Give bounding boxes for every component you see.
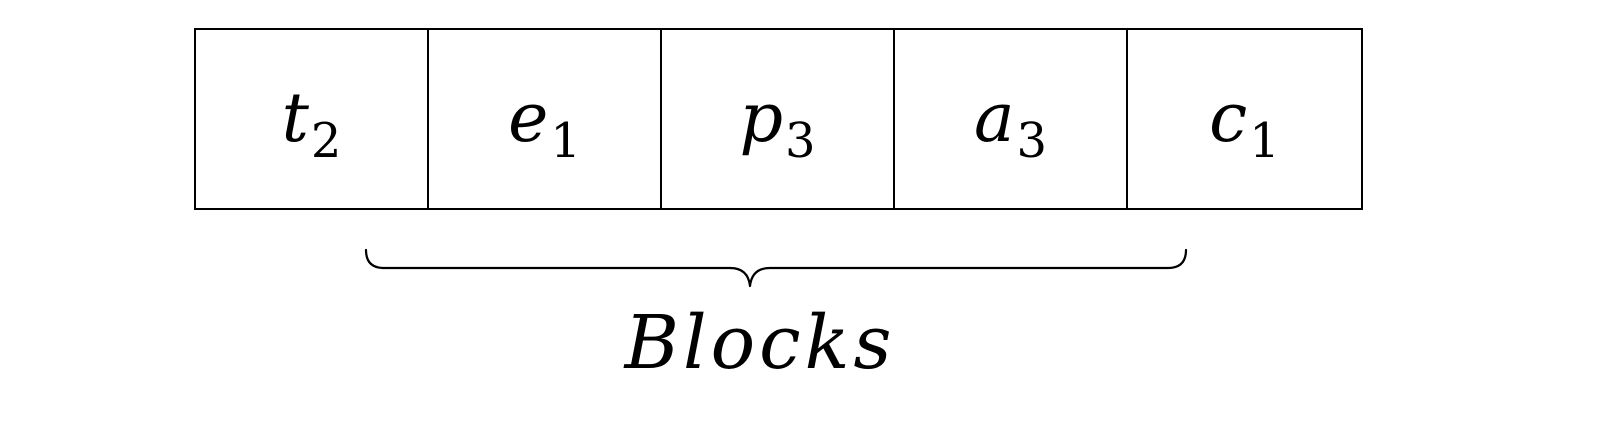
cell-subscript: 1	[550, 113, 581, 169]
cell-symbol: e	[508, 79, 549, 158]
cell-subscript: 3	[1016, 113, 1048, 169]
cell-symbol: a	[973, 79, 1015, 158]
cell-subscript: 1	[1249, 113, 1280, 169]
cell-symbol: t	[281, 79, 309, 158]
cell-subscript: 3	[784, 113, 816, 169]
cell-symbol: p	[739, 79, 783, 158]
underbrace-path	[364, 248, 1188, 288]
brace-label: Blocks	[624, 300, 896, 386]
cell-subscript: 2	[310, 113, 342, 169]
cell-symbol: c	[1209, 79, 1248, 158]
